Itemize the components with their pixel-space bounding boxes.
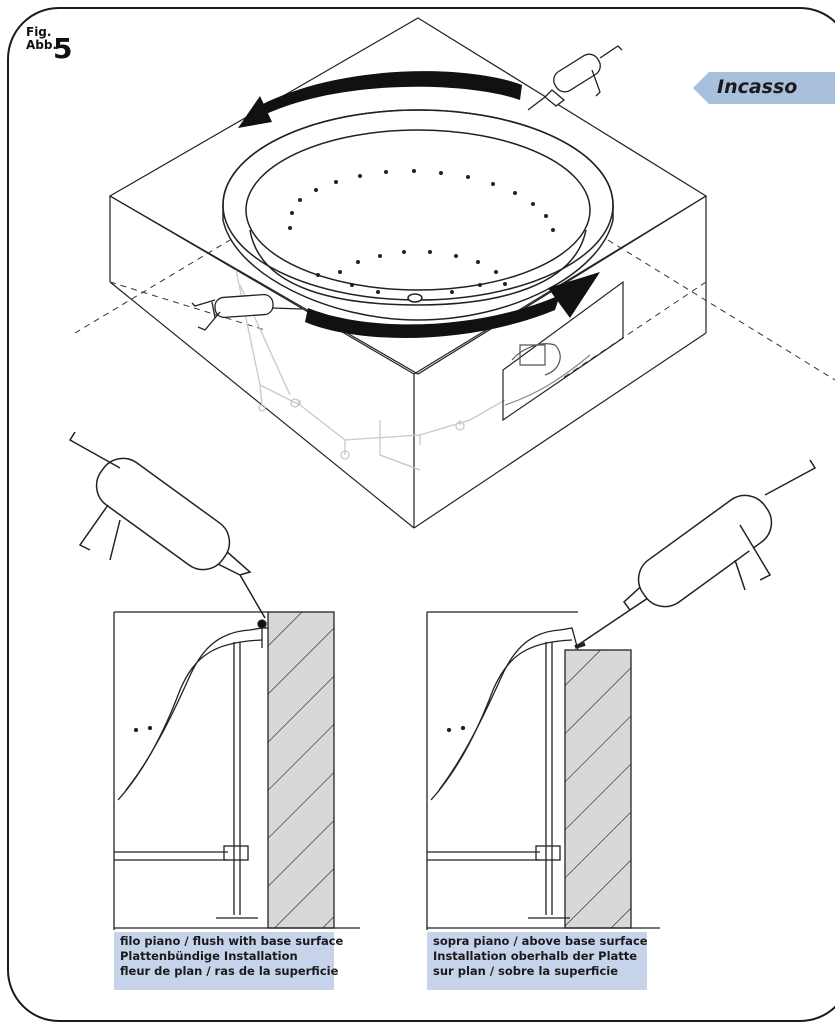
section-tag-label: Incasso: [717, 76, 798, 98]
caption-above-line3: sur plan / sobre la superficie: [433, 964, 619, 978]
caption-above-line2: Installation oberhalb der Platte: [433, 949, 638, 963]
section-tag: Incasso: [693, 72, 835, 104]
figure-number: 5: [53, 32, 73, 65]
floor-dashed-lines: [74, 239, 835, 381]
service-access-panel: [502, 280, 624, 422]
caption-flush: filo piano / flush with base surface Pla…: [114, 932, 344, 990]
detail-left-flush: [113, 611, 360, 930]
round-tub: [222, 109, 614, 321]
silicone-gun-right-detail: [577, 459, 817, 646]
tub-support-frame: [235, 269, 506, 471]
caption-flush-line1: filo piano / flush with base surface: [120, 934, 344, 948]
detail-right-above: [426, 611, 660, 930]
rotation-arrow-bottom: [305, 272, 600, 338]
figure-label: Fig. Abb. 5: [26, 25, 72, 64]
silicone-gun-top-right: [527, 45, 623, 111]
silicone-gun-left-detail: [68, 431, 266, 619]
jet-dots: [288, 169, 555, 294]
caption-above-line1: sopra piano / above base surface: [433, 934, 648, 948]
caption-above: sopra piano / above base surface Install…: [427, 932, 648, 990]
silicone-gun-left: [191, 293, 303, 331]
caption-flush-line2: Plattenbündige Installation: [120, 949, 298, 963]
fig-label-line1: Fig.: [26, 25, 52, 39]
rotation-arrow-top: [238, 71, 522, 128]
installation-illustration: [68, 17, 835, 930]
caption-flush-line3: fleur de plan / ras de la superficie: [120, 964, 339, 978]
fig-label-line2: Abb.: [26, 38, 58, 52]
